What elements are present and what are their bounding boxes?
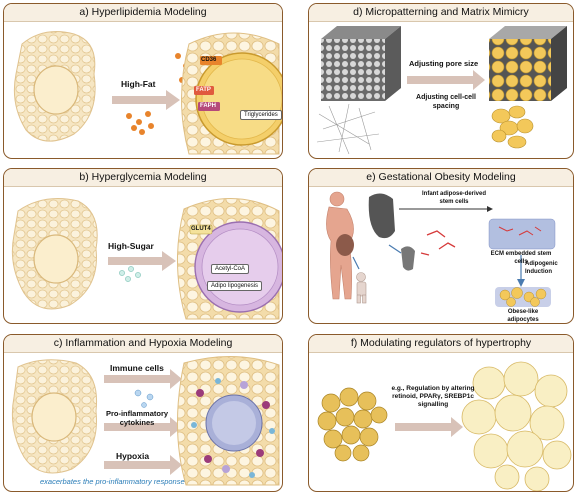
panel-title-bar bbox=[309, 169, 573, 187]
panel-title: a) Hyperlipidemia Modeling bbox=[79, 6, 207, 18]
regulation-label: e.g., Regulation by altering retinoid, P… bbox=[391, 385, 475, 408]
panel-inflammation-hypoxia: c) Inflammation and Hypoxia Modeling Imm… bbox=[3, 334, 283, 492]
panel-title: b) Hyperglycemia Modeling bbox=[79, 171, 207, 183]
panel-title: c) Inflammation and Hypoxia Modeling bbox=[53, 337, 233, 349]
triglycerides-label: Triglycerides bbox=[240, 110, 282, 120]
adipogenic-induction-label: Adipogenic Induction bbox=[525, 261, 558, 275]
panel-micropatterning: d) Micropatterning and Matrix Mimicry bbox=[308, 3, 574, 159]
panel-title: e) Gestational Obesity Modeling bbox=[366, 171, 516, 183]
lipogenesis-label: Adipo lipogenesis bbox=[207, 281, 263, 291]
panel-title-bar bbox=[4, 335, 282, 353]
glut4-marker-label: GLUT4 bbox=[191, 226, 211, 232]
panel-title: d) Micropatterning and Matrix Mimicry bbox=[353, 6, 529, 18]
infant-stem-cells-label: Infant adipose-derived stem cells bbox=[421, 191, 486, 205]
ecm-stem-cells-label: ECM embedded stem cells bbox=[490, 251, 552, 265]
panel-hyperlipidemia: a) Hyperlipidemia Modeling High-Fat bbox=[3, 3, 283, 159]
immune-cells-label: Immune cells bbox=[110, 363, 164, 373]
cd36-marker-label: CD36 bbox=[201, 57, 217, 63]
cell-spacing-label: Adjusting cell-cell spacing bbox=[416, 94, 476, 110]
obese-adipocytes-label: Obese-like adipocytes bbox=[507, 309, 539, 323]
panel-title-bar bbox=[309, 335, 573, 353]
pore-size-label: Adjusting pore size bbox=[409, 59, 479, 68]
panel-gestational-obesity: e) Gestational Obesity Modeling bbox=[308, 168, 574, 324]
panel-title-bar bbox=[4, 4, 282, 22]
hypertrophy-illustration bbox=[317, 361, 572, 491]
panel-title-bar bbox=[4, 169, 282, 187]
hypoxia-label: Hypoxia bbox=[116, 451, 150, 461]
panel-title-bar bbox=[309, 4, 573, 22]
high-fat-label: High-Fat bbox=[121, 79, 156, 89]
gestational-obesity-illustration bbox=[326, 191, 556, 307]
panel-hyperglycemia: b) Hyperglycemia Modeling High-Sugar GLU… bbox=[3, 168, 283, 324]
panel-title: f) Modulating regulators of hypertrophy bbox=[350, 337, 532, 349]
cytokines-label: Pro-inflammatory cytokines bbox=[105, 409, 169, 427]
fatp-marker-label: FATP bbox=[196, 87, 211, 93]
faph-marker-label: FAPH bbox=[200, 103, 217, 109]
panel-hypertrophy-regulators: f) Modulating regulators of hypertrophy … bbox=[308, 334, 574, 492]
pro-inflammatory-caption: exacerbates the pro-inflammatory respons… bbox=[40, 477, 185, 486]
acetyl-coa-label: Acetyl-CoA bbox=[211, 264, 250, 274]
micropatterning-illustration bbox=[316, 26, 567, 155]
high-sugar-label: High-Sugar bbox=[108, 241, 154, 251]
inflammation-illustration bbox=[11, 356, 280, 486]
